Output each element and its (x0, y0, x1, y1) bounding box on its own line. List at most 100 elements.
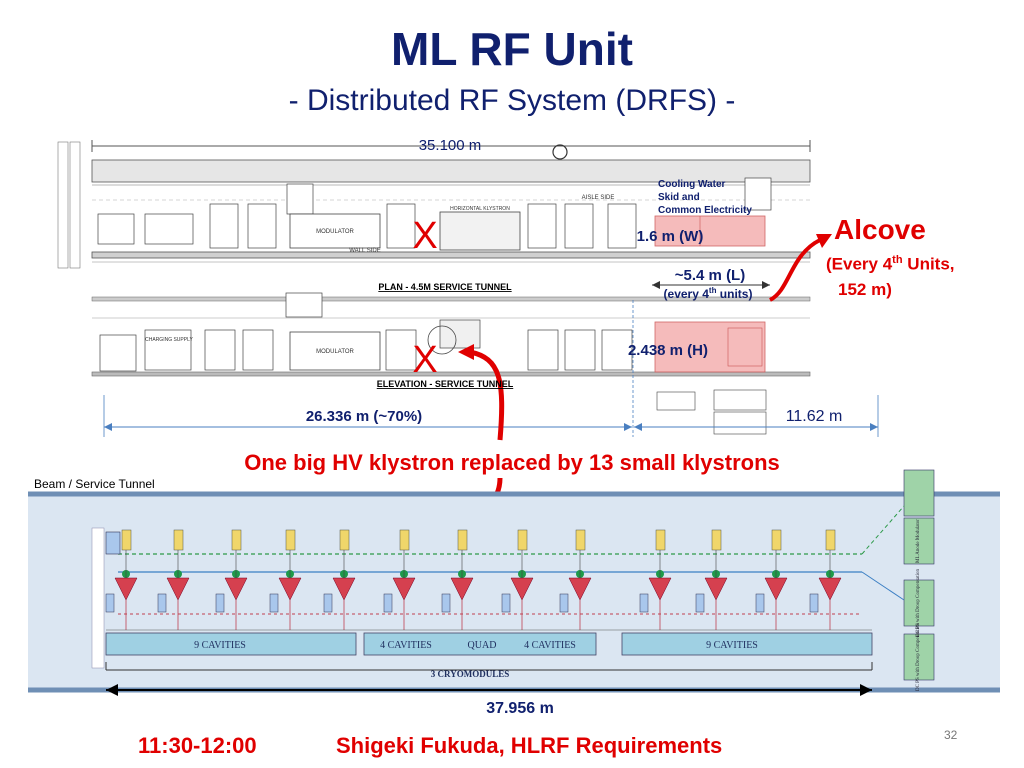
module-box (457, 529, 468, 551)
tunnel-schematic (28, 469, 1000, 693)
circulator-box (383, 593, 393, 613)
circulator-box (441, 593, 451, 613)
klystron-triangle (278, 577, 302, 601)
cross-mark-plan: X (412, 215, 437, 257)
dimension-lines (103, 281, 879, 437)
module-box (173, 529, 184, 551)
module-box (399, 529, 410, 551)
circulator-box (559, 593, 569, 613)
circulator-box (215, 593, 225, 613)
circulator-box (269, 593, 279, 613)
circulator-box (755, 593, 765, 613)
every-note: (every 4th units) (664, 286, 753, 301)
plan-title: PLAN - 4.5M SERVICE TUNNEL (378, 282, 512, 292)
klystron-unit (559, 529, 592, 630)
alcove-line-2: 152 m) (838, 280, 892, 299)
klystron-unit (501, 529, 534, 630)
plan-drawing (57, 140, 811, 269)
klystron-unit (695, 529, 728, 630)
cooling-water-line-2: Skid and (658, 192, 700, 203)
slide-title: ML RF Unit (391, 23, 633, 75)
right-box-2-label: DC PS with Droop Compensation (916, 568, 921, 637)
horizontal-klystron-label: HORIZONTAL KLYSTRON (450, 206, 510, 212)
footer-time: 11:30-12:00 (138, 733, 257, 758)
klystron-unit (215, 529, 248, 630)
cavities-left-label: 9 CAVITIES (194, 640, 246, 651)
red-arrow-alcove (768, 234, 832, 302)
quad-label: QUAD (468, 640, 497, 651)
footer-talk: Shigeki Fukuda, HLRF Requirements (336, 733, 723, 758)
dim-left-label: 26.336 m (~70%) (306, 408, 422, 425)
elevation-drawing (91, 292, 811, 435)
klystron-unit (809, 529, 842, 630)
circulator-box (639, 593, 649, 613)
klystron-unit (269, 529, 302, 630)
module-box (339, 529, 350, 551)
wall-side-label: WALL SIDE (349, 248, 381, 254)
modulator-label-plan: MODULATOR (316, 229, 354, 235)
circulator-box (695, 593, 705, 613)
page-number: 32 (944, 728, 958, 742)
klystron-unit (755, 529, 788, 630)
klystron-triangle (114, 577, 138, 601)
alcove-title: Alcove (834, 214, 926, 245)
right-box-1-label: ML Anode Modulator (916, 519, 921, 563)
cross-mark-elevation: X (412, 339, 437, 381)
height-label: 2.438 m (H) (628, 342, 708, 359)
klystron-units (105, 529, 842, 630)
alcove-line-1: (Every 4th Units, (826, 254, 955, 274)
klystron-triangle (704, 577, 728, 601)
circulator-box (501, 593, 511, 613)
slide-subtitle: - Distributed RF System (DRFS) - (288, 84, 736, 117)
klystron-triangle (450, 577, 474, 601)
dim-right-label: 11.62 m (786, 408, 843, 425)
total-length-dimension (106, 684, 872, 696)
klystron-triangle (392, 577, 416, 601)
right-box-3-label: DC PS with Droop Compensation (916, 622, 921, 691)
module-box (575, 529, 586, 551)
module-box (121, 529, 132, 551)
cryomodules-label: 3 CRYOMODULES (431, 669, 509, 679)
cavities-mid-a-label: 4 CAVITIES (380, 640, 432, 651)
klystron-unit (105, 529, 138, 630)
module-box (771, 529, 782, 551)
compass-icon (552, 144, 568, 160)
circulator-box (157, 593, 167, 613)
klystron-triangle (648, 577, 672, 601)
aisle-side-label: AISLE SIDE (582, 195, 615, 201)
module-box (517, 529, 528, 551)
klystron-triangle (224, 577, 248, 601)
klystron-triangle (332, 577, 356, 601)
charging-supply-label: CHARGING SUPPLY (145, 337, 193, 343)
klystron-unit (157, 529, 190, 630)
cooling-water-line-1: Cooling Water (658, 179, 726, 190)
circulator-box (809, 593, 819, 613)
circulator-box (105, 593, 115, 613)
replacement-note: One big HV klystron replaced by 13 small… (244, 450, 780, 475)
elevation-title: ELEVATION - SERVICE TUNNEL (377, 379, 514, 389)
cavities-mid-b-label: 4 CAVITIES (524, 640, 576, 651)
klystron-unit (383, 529, 416, 630)
klystron-triangle (568, 577, 592, 601)
klystron-triangle (764, 577, 788, 601)
cavities-right-label: 9 CAVITIES (706, 640, 758, 651)
module-box (285, 529, 296, 551)
total-length-label: 37.956 m (486, 700, 554, 717)
length-label: ~5.4 m (L) (675, 267, 745, 284)
klystron-unit (323, 529, 356, 630)
overall-length-label: 35.100 m (419, 137, 482, 154)
circulator-box (323, 593, 333, 613)
tunnel-label: Beam / Service Tunnel (34, 477, 155, 491)
width-label: 1.6 m (W) (637, 228, 704, 245)
klystron-triangle (818, 577, 842, 601)
module-box (655, 529, 666, 551)
modulator-label-elev: MODULATOR (316, 349, 354, 355)
module-box (711, 529, 722, 551)
module-box (825, 529, 836, 551)
module-box (231, 529, 242, 551)
klystron-unit (441, 529, 474, 630)
cooling-water-line-3: Common Electricity (658, 205, 752, 216)
klystron-triangle (510, 577, 534, 601)
klystron-unit (639, 529, 672, 630)
